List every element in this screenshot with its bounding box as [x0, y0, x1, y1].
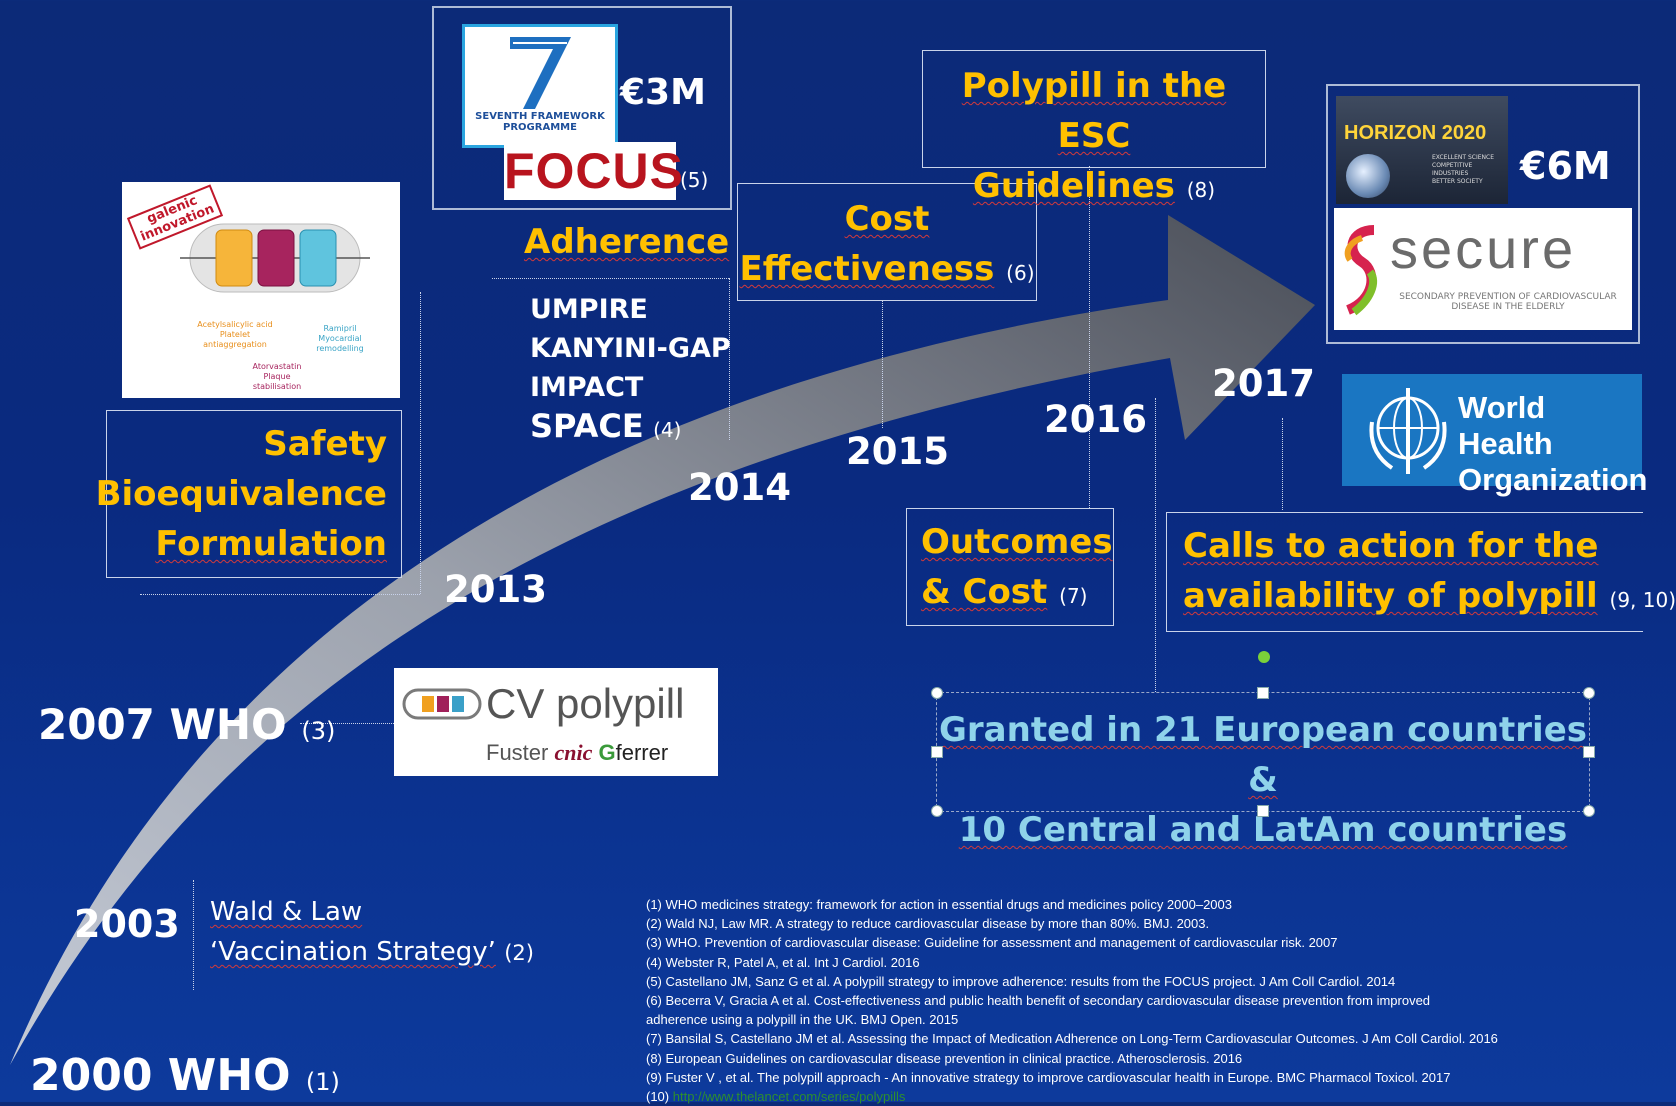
- fp7-logo: SEVENTH FRAMEWORK PROGRAMME: [462, 24, 618, 148]
- granted-textbox[interactable]: Granted in 21 European countries & 10 Ce…: [936, 692, 1590, 850]
- reference-item: (7) Bansilal S, Castellano JM et al. Ass…: [646, 1031, 1498, 1047]
- connector-2017: [1282, 418, 1283, 510]
- resize-handle-mr[interactable]: [1583, 746, 1595, 758]
- reference-item: (5) Castellano JM, Sanz G et al. A polyp…: [646, 973, 1396, 989]
- resize-handle-tl[interactable]: [931, 687, 943, 699]
- reference-item: (8) European Guidelines on cardiovascula…: [646, 1050, 1243, 1066]
- resize-handle-tr[interactable]: [1583, 687, 1595, 699]
- fp7-amount: €3M: [620, 72, 706, 113]
- adherence-trials: UMPIRE KANYINI-GAP IMPACT SPACE (4): [530, 294, 731, 445]
- focus-logo: FOCUS: [504, 142, 684, 200]
- calls-box: Calls to action for the availability of …: [1166, 512, 1676, 632]
- reference-item: (4) Webster R, Patel A, et al. Int J Car…: [646, 954, 920, 970]
- adherence-title: Adherence: [524, 222, 730, 262]
- connector-2014-h: [492, 278, 729, 279]
- reference-item: (6) Becerra V, Gracia A et al. Cost-effe…: [646, 993, 1431, 1009]
- focus-ref: (5): [680, 168, 709, 192]
- outcomes-box: Outcomes & Cost (7): [906, 508, 1114, 626]
- wald-law-note: Wald & Law ‘Vaccination Strategy’ (2): [210, 892, 534, 973]
- connector-2013-h: [140, 594, 420, 595]
- connector-2014: [729, 278, 730, 440]
- wald-title: Wald & Law: [210, 897, 363, 927]
- connector-granted: [1155, 398, 1156, 692]
- year-2007: 2007 WHO (3): [38, 700, 336, 749]
- reference-item: (1) WHO medicines strategy: framework fo…: [646, 897, 1232, 912]
- fp7-box: SEVENTH FRAMEWORK PROGRAMME €3M FOCUS (5…: [432, 6, 732, 210]
- resize-handle-bl[interactable]: [931, 805, 943, 817]
- timeline-arrow: [10, 215, 1315, 1065]
- outcomes-text: Outcomes & Cost (7): [921, 522, 1113, 612]
- cv-partners: Fuster cnic Gferrer: [486, 740, 669, 765]
- year-2013: 2013: [444, 568, 547, 611]
- secure-s-icon: [1344, 225, 1378, 316]
- connector-2013: [420, 292, 421, 594]
- cost-text: Cost Effectiveness (6): [739, 199, 1035, 289]
- cost-box: Cost Effectiveness (6): [737, 183, 1037, 301]
- connector-2016: [1089, 166, 1090, 508]
- secure-sub: SECONDARY PREVENTION OF CARDIOVASCULAR D…: [1399, 292, 1617, 312]
- globe-icon: [1346, 154, 1390, 198]
- reference-item-10: (10) http://www.thelancet.com/series/pol…: [646, 1089, 906, 1105]
- connector-2003: [193, 880, 194, 990]
- wald-subtitle: ‘Vaccination Strategy’ (2): [210, 937, 534, 967]
- who-emblem-icon: [1369, 388, 1447, 474]
- secure-logo: secure SECONDARY PREVENTION OF CARDIOVAS…: [1334, 208, 1632, 330]
- resize-handle-br[interactable]: [1583, 805, 1595, 817]
- secure-name: secure: [1390, 217, 1577, 280]
- reference-item: (3) WHO. Prevention of cardiovascular di…: [646, 935, 1338, 951]
- rotate-handle[interactable]: [1258, 651, 1270, 663]
- horizon-title: HORIZON 2020: [1344, 122, 1487, 144]
- who-text: World Health Organization: [1458, 390, 1648, 497]
- safety-box: Safety Bioequivalence Formulation: [96, 410, 402, 578]
- fp7-logo-text: SEVENTH FRAMEWORK PROGRAMME: [475, 111, 605, 133]
- resize-handle-bm[interactable]: [1257, 805, 1269, 817]
- reference-item: (9) Fuster V , et al. The polypill appro…: [646, 1069, 1451, 1085]
- connector-2015: [882, 300, 883, 428]
- year-2014: 2014: [688, 466, 791, 509]
- references-list: (1) WHO medicines strategy: framework fo…: [646, 895, 1636, 1106]
- year-2000: 2000 WHO (1): [30, 1050, 340, 1101]
- safety-lines: Safety Bioequivalence Formulation: [95, 424, 387, 564]
- capsule-icon: [180, 223, 370, 293]
- resize-handle-ml[interactable]: [931, 746, 943, 758]
- resize-handle-tm[interactable]: [1257, 687, 1269, 699]
- year-2016: 2016: [1044, 398, 1147, 441]
- granted-text[interactable]: Granted in 21 European countries & 10 Ce…: [939, 710, 1587, 850]
- reference-link[interactable]: http://www.thelancet.com/series/polypill…: [672, 1089, 906, 1105]
- reference-item: adherence using a polypill in the UK. BM…: [646, 1012, 959, 1028]
- year-2017: 2017: [1212, 362, 1315, 405]
- connector-2007: [300, 723, 396, 724]
- cv-polypill-logo: CV polypill Fuster cnic Gferrer: [394, 668, 718, 776]
- horizon-amount: €6M: [1520, 144, 1611, 188]
- year-2003: 2003: [74, 902, 180, 946]
- cv-polypill-name: CV polypill: [486, 680, 685, 727]
- who-logo: World Health Organization: [1342, 374, 1647, 497]
- esc-box: Polypill in the ESC Guidelines (8): [922, 50, 1266, 206]
- reference-item: (2) Wald NJ, Law MR. A strategy to reduc…: [646, 916, 1210, 932]
- year-2015: 2015: [846, 430, 949, 473]
- pill-icon: [402, 688, 482, 720]
- esc-text: Polypill in the ESC Guidelines (8): [961, 66, 1227, 206]
- calls-text: Calls to action for the availability of …: [1183, 526, 1676, 616]
- arrow-body: [10, 215, 1315, 1065]
- seven-icon: [510, 37, 571, 109]
